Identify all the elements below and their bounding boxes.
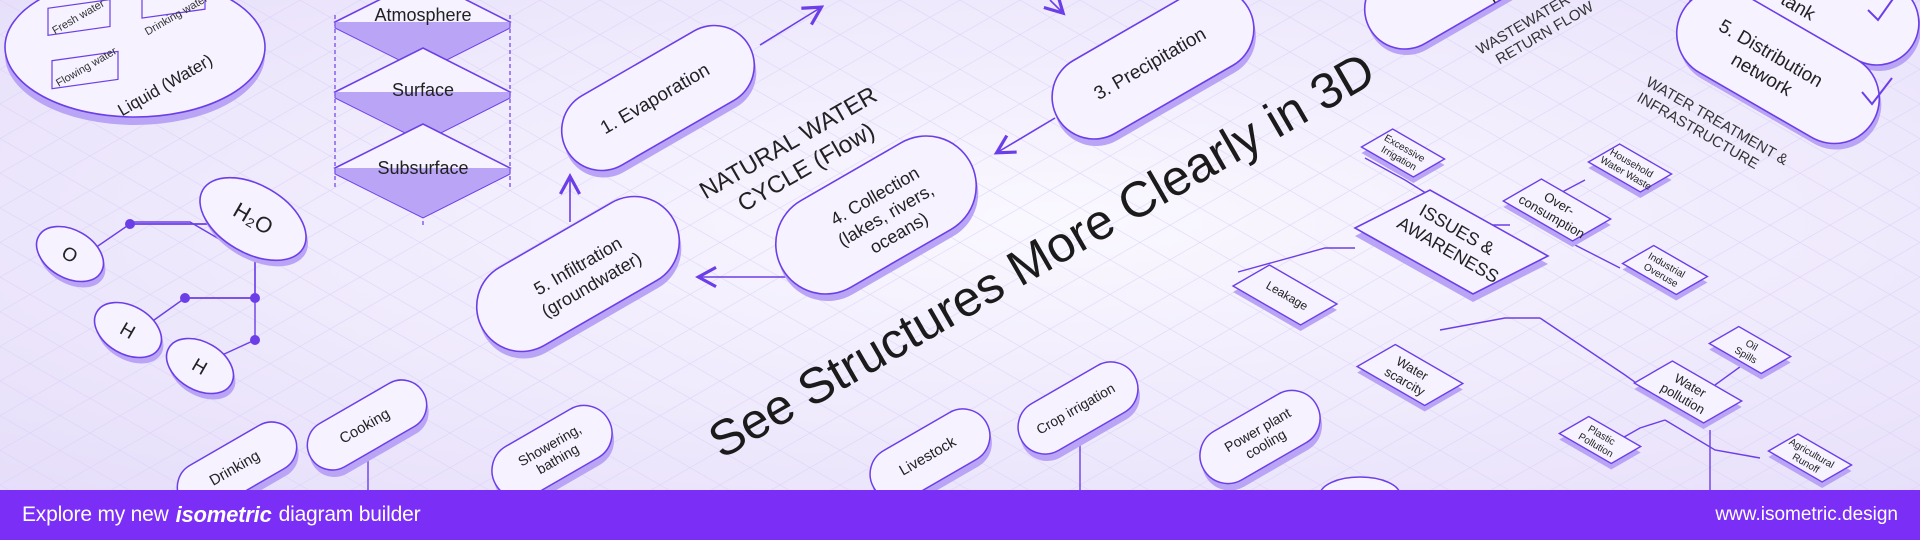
livestock-node[interactable]: Livestock (860, 399, 1002, 490)
check-icon-2 (1861, 77, 1893, 106)
oil-spills-node-line1: Oil (1743, 338, 1759, 354)
footer-bar: Explore my new isometric diagram builder… (0, 490, 1920, 540)
footer-prefix: Explore my new (22, 503, 169, 526)
layer-surface[interactable]: Surface (333, 47, 512, 143)
showering-node[interactable]: Showering,bathing (482, 395, 625, 490)
household-waste-node[interactable]: HouseholdWater Waste (1587, 143, 1673, 198)
layer-surface-label: Surface (392, 80, 454, 100)
molecule-group: H₂O O H H (27, 161, 322, 411)
check-icon (1867, 0, 1894, 22)
overconsumption-node[interactable]: Over-consumption (1501, 178, 1613, 247)
footer-url-link[interactable]: www.isometric.design (1715, 504, 1898, 525)
layers-stack: Atmosphere Surface Subsurface (333, 0, 512, 225)
diagram-canvas: Liquid (Water) Fresh water Drinking wate… (0, 0, 1920, 490)
distribution-node[interactable]: 5. Distribution network (1660, 0, 1898, 166)
layer-subsurface[interactable]: Subsurface (333, 123, 512, 219)
h2o-node[interactable]: H₂O (186, 161, 322, 284)
industrial-overuse-node[interactable]: IndustrialOveruse (1621, 244, 1709, 301)
diagram-svg: Liquid (Water) Fresh water Drinking wate… (0, 0, 1920, 490)
hydrogen-node-1[interactable]: H (85, 291, 173, 375)
connector-dots (125, 219, 260, 345)
cooking-node[interactable]: Cooking (298, 371, 438, 486)
footer-brand-logo: isometric (175, 502, 272, 527)
leakage-node[interactable]: Leakage (1231, 264, 1339, 331)
partial-node-bottom (1320, 476, 1400, 490)
water-pollution-node[interactable]: Waterpollution (1632, 360, 1744, 429)
footer-suffix: diagram builder (278, 503, 421, 526)
fresh-water-box[interactable]: Fresh water (47, 0, 111, 37)
crop-irrigation-node[interactable]: Crop irrigation (1008, 352, 1150, 471)
water-scarcity-node[interactable]: Waterscarcity (1355, 343, 1465, 412)
top-partial-label: re (1486, 0, 1509, 7)
top-partial-node[interactable]: re (1350, 0, 1548, 70)
liquid-water-group: Liquid (Water) Fresh water Drinking wate… (4, 0, 266, 125)
plastic-pollution-node[interactable]: PlasticPollution (1557, 415, 1643, 470)
oxygen-node[interactable]: O (27, 215, 115, 299)
layer-atmosphere[interactable]: Atmosphere (333, 0, 512, 73)
cycle-arrows (570, 0, 1062, 277)
agricultural-runoff-node[interactable]: AgriculturalRunoff (1767, 433, 1853, 488)
footer-promo[interactable]: Explore my new isometric diagram builder (22, 502, 421, 528)
layer-atmosphere-label: Atmosphere (374, 5, 471, 25)
layer-subsurface-label: Subsurface (377, 158, 468, 178)
collection-node[interactable]: 4. Collection (lakes, rivers, oceans) (757, 118, 996, 320)
hydrogen-node-2[interactable]: H (157, 327, 245, 411)
issues-center-node[interactable]: ISSUES & AWARENESS (1353, 189, 1550, 302)
oil-spills-node[interactable]: OilSpills (1707, 325, 1793, 380)
drinking-node[interactable]: Drinking (168, 413, 308, 490)
